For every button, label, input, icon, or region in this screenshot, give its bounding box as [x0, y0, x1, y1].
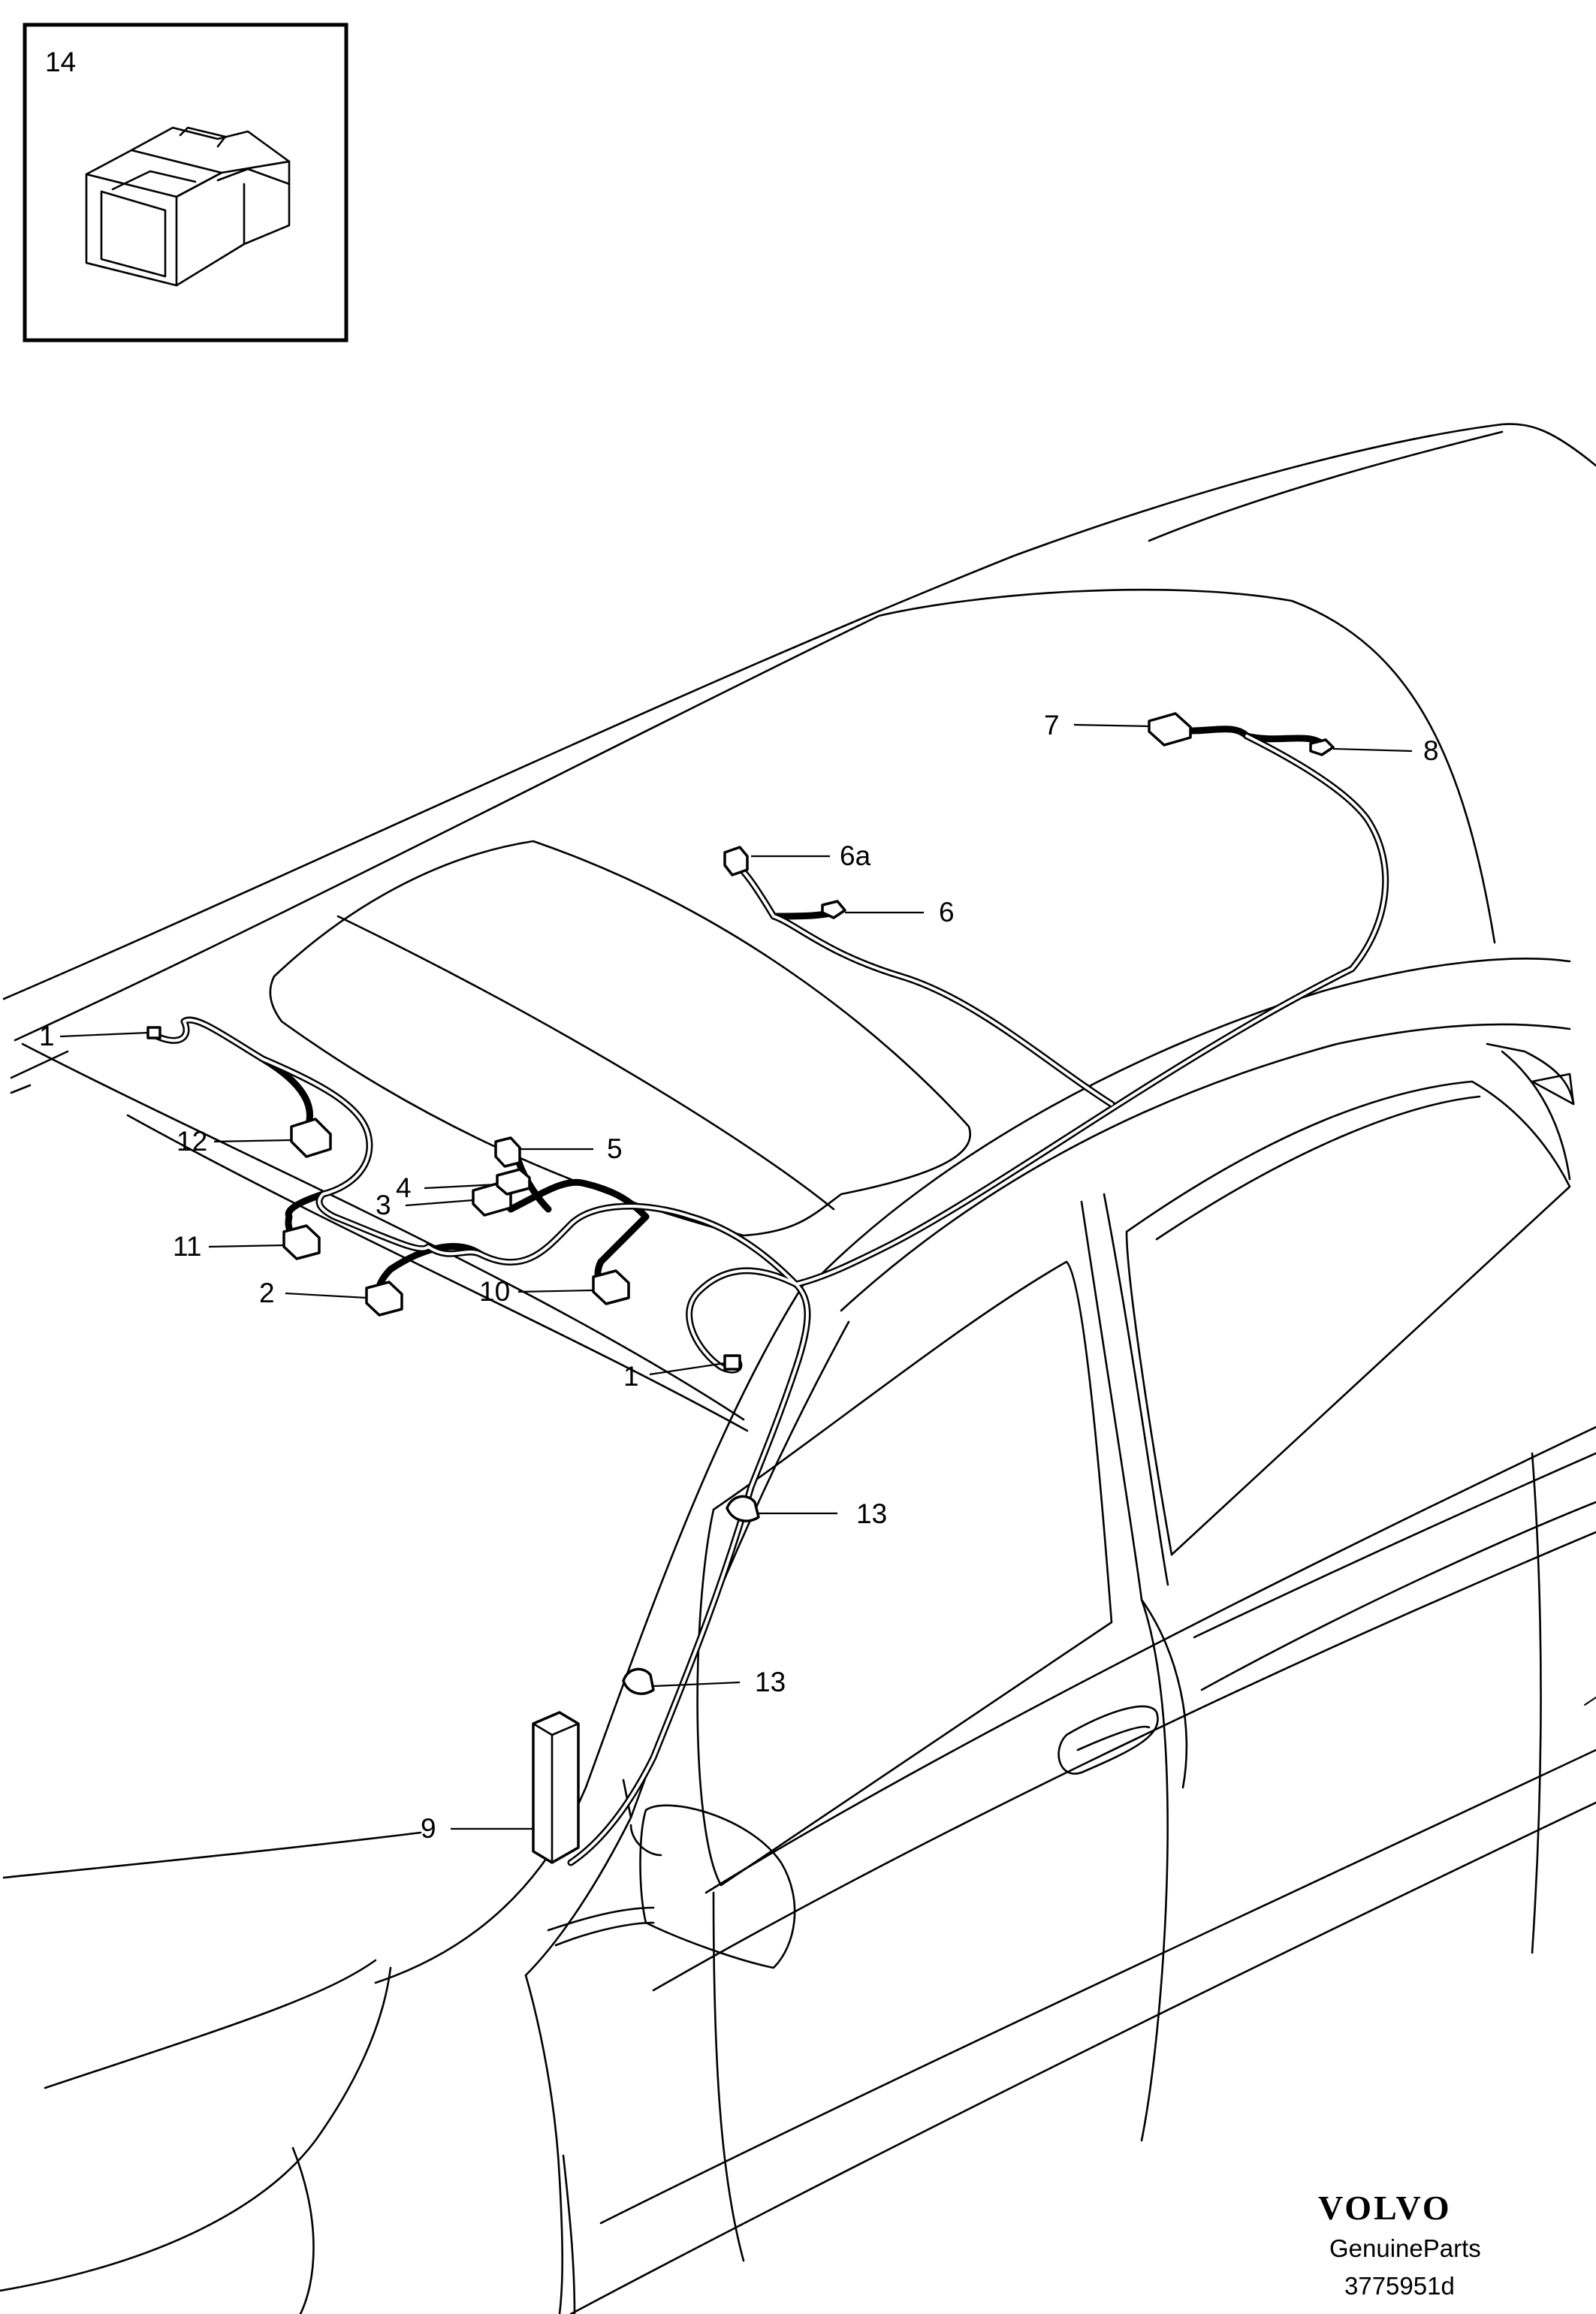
callout-13-lower: 13 — [755, 1667, 786, 1697]
genuine-parts-tagline: GenuineParts — [1329, 2234, 1481, 2262]
plug-10 — [592, 1269, 630, 1305]
plug-8 — [1309, 738, 1335, 756]
plug-5 — [494, 1136, 521, 1168]
volvo-logo: VOLVO — [1318, 2189, 1452, 2227]
part-number: 3775951d — [1344, 2272, 1455, 2300]
callout-9: 9 — [421, 1813, 436, 1844]
plug-7 — [1148, 712, 1192, 747]
callout-12: 12 — [176, 1126, 207, 1157]
wiring-harness — [150, 725, 1389, 1866]
callout-1-top: 1 — [39, 1021, 55, 1051]
callout-5: 5 — [607, 1133, 623, 1164]
callout-4: 4 — [396, 1172, 412, 1203]
callout-10: 10 — [479, 1276, 510, 1307]
plug-12 — [290, 1118, 332, 1158]
connector-9-icon — [532, 1711, 580, 1864]
callout-8: 8 — [1423, 735, 1439, 766]
brand-block: VOLVO GenuineParts 3775951d — [1318, 2189, 1481, 2300]
callout-11: 11 — [173, 1231, 201, 1262]
inset-label: 14 — [45, 47, 76, 77]
plug-4 — [496, 1168, 531, 1196]
callout-7: 7 — [1044, 710, 1060, 741]
inset-box: 14 — [23, 23, 348, 342]
callouts: 1 12 11 2 4 3 5 10 1 6a 6 7 8 13 13 9 — [39, 710, 1439, 1844]
plug-6a — [723, 846, 749, 876]
plug-11 — [282, 1224, 321, 1260]
callout-3: 3 — [376, 1190, 391, 1220]
plug-6 — [821, 900, 846, 919]
clip-13-upper-icon — [726, 1495, 760, 1522]
connector-14-icon — [85, 126, 291, 287]
callout-2: 2 — [259, 1278, 275, 1308]
callout-13-upper: 13 — [856, 1498, 887, 1529]
callout-1-bottom: 1 — [623, 1361, 639, 1392]
plug-1-bottom — [723, 1354, 741, 1371]
clip-13-lower-icon — [622, 1667, 655, 1695]
connectors — [146, 712, 1335, 1864]
callout-6a: 6a — [840, 840, 871, 871]
car-body-outline — [0, 423, 1596, 2314]
callout-6: 6 — [939, 897, 955, 928]
plug-1-top — [146, 1026, 161, 1039]
plug-2 — [365, 1281, 403, 1317]
